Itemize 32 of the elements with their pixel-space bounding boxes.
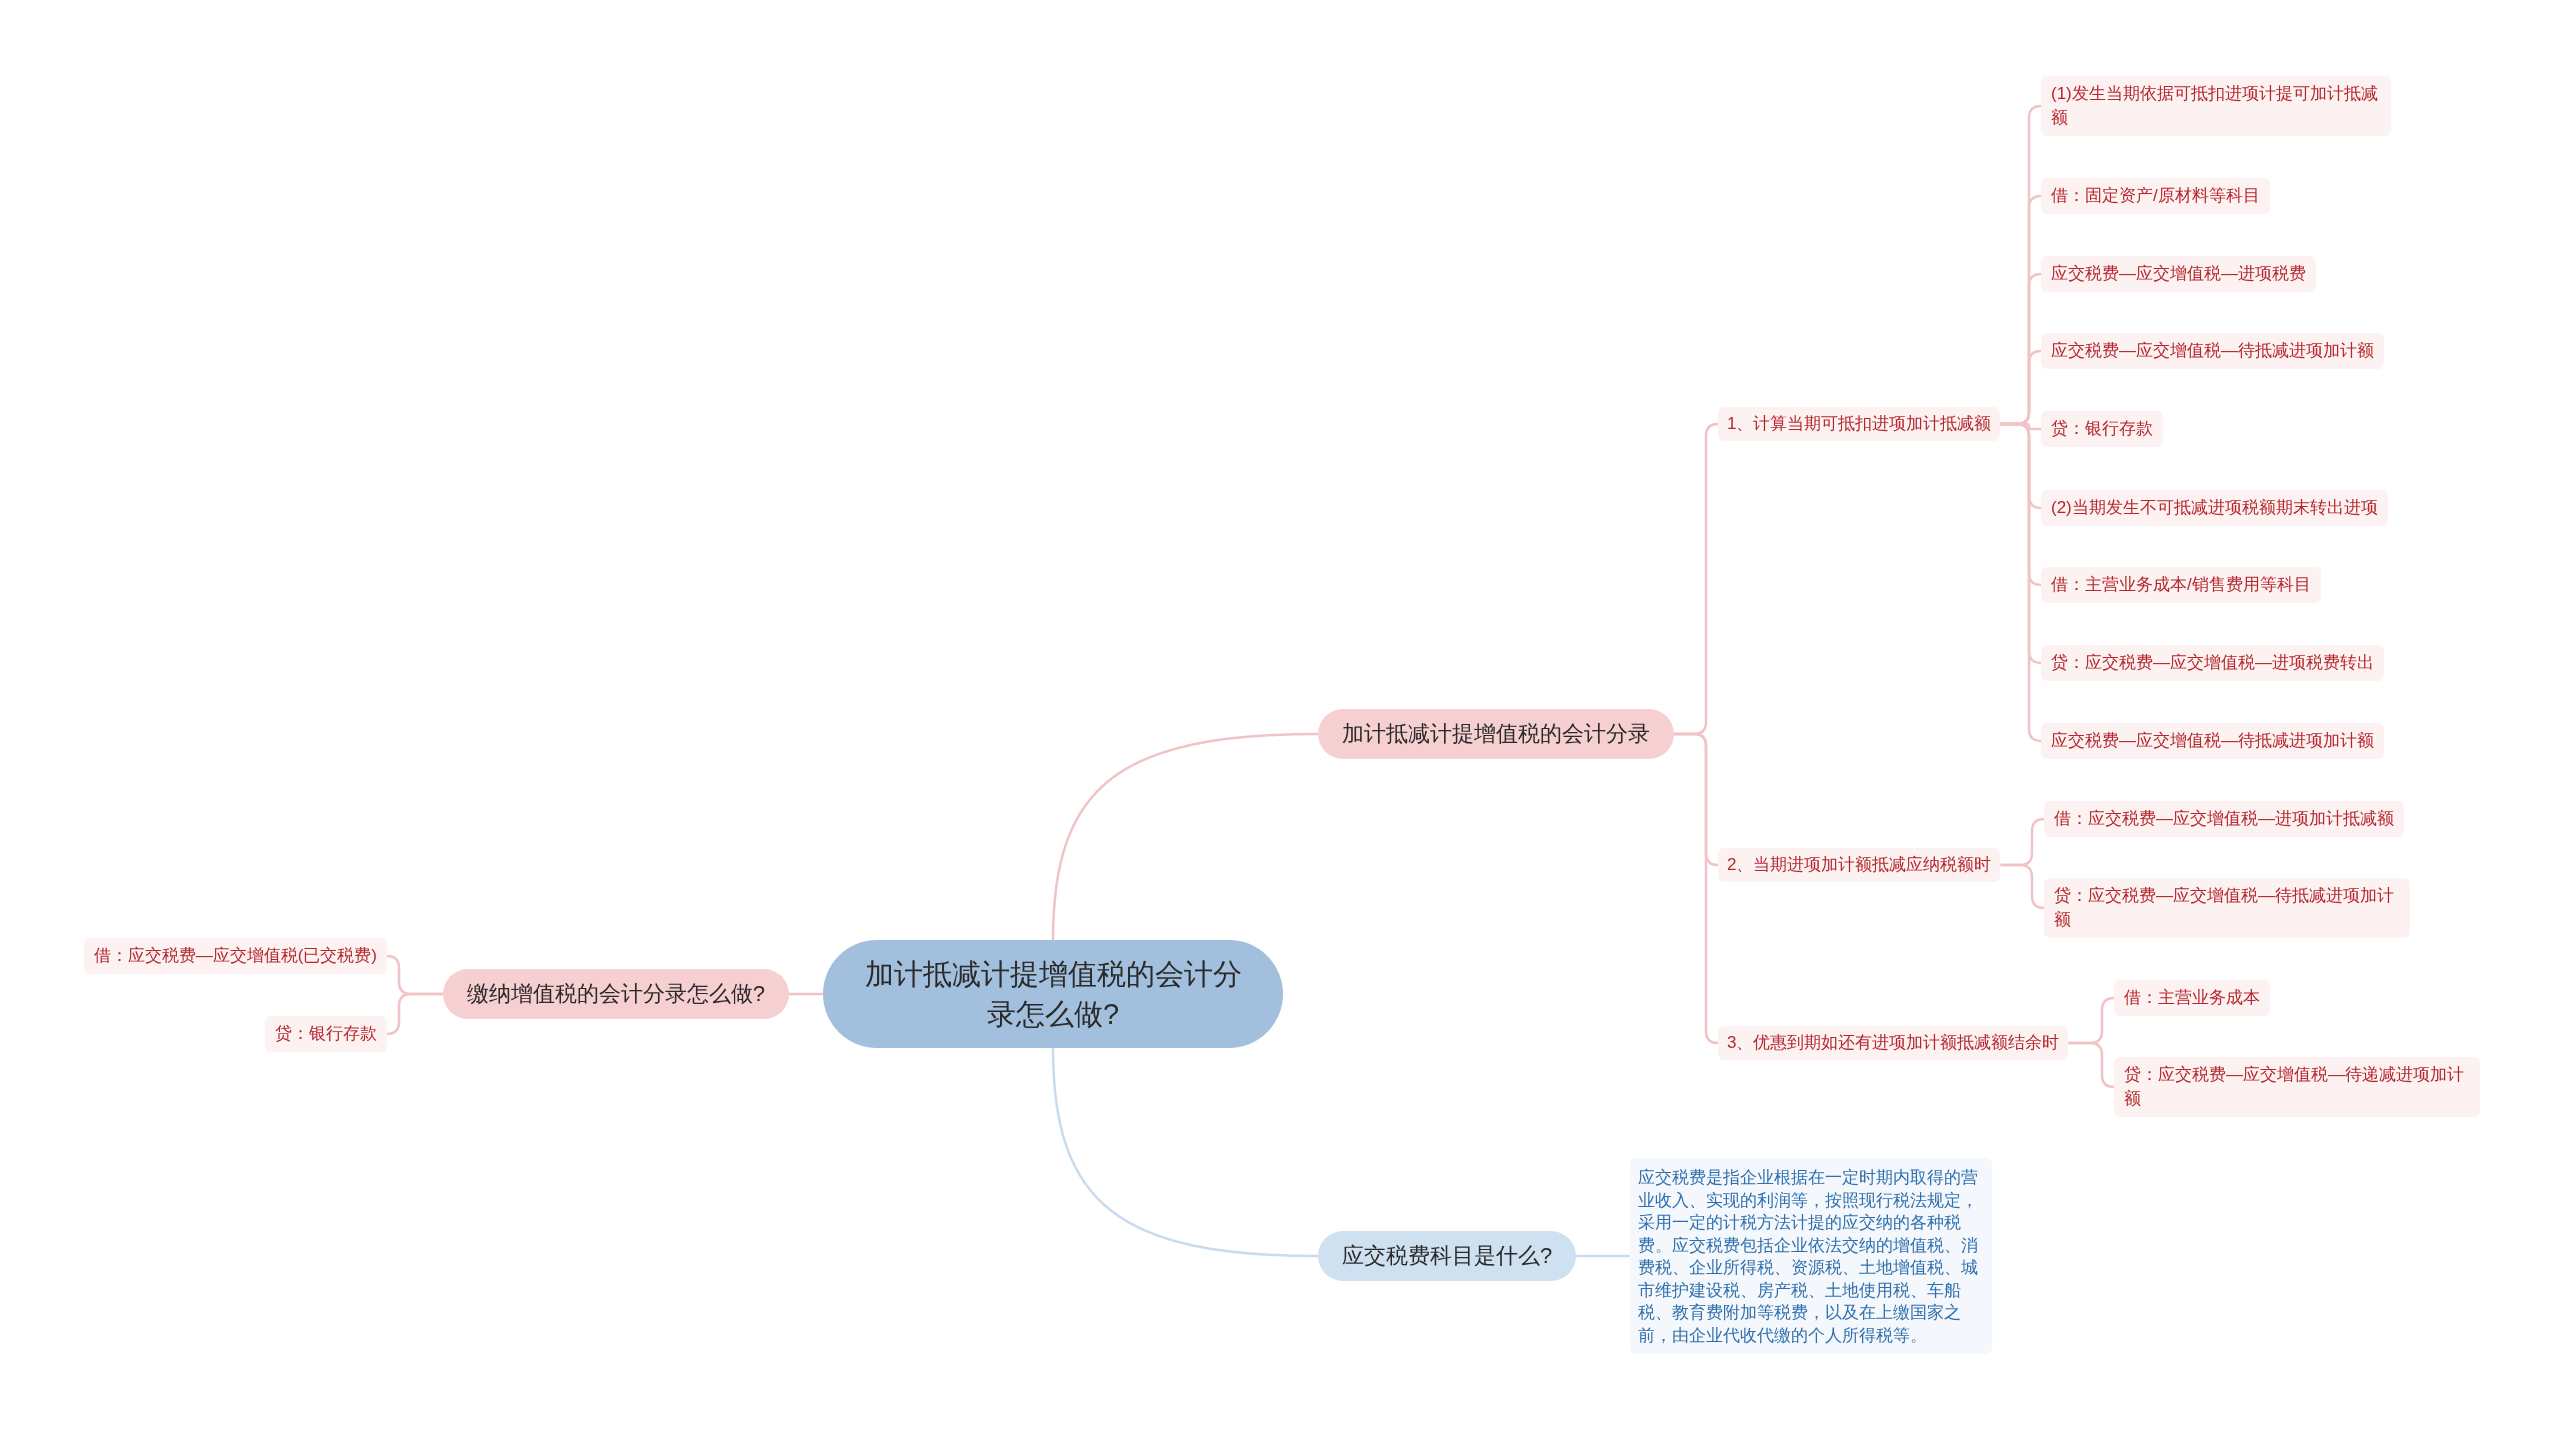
subtopic: 1、计算当期可抵扣进项加计抵减额 — [1718, 407, 2001, 441]
connector-line — [2068, 1041, 2116, 1089]
main-topic: 应交税费科目是什么? — [1318, 1231, 1577, 1281]
connector-line — [2000, 422, 2043, 743]
subtopic: 借：固定资产/原材料等科目 — [2041, 178, 2270, 214]
subtopic: 贷：应交税费—应交增值税—待抵减进项加计额 — [2044, 878, 2410, 938]
subtopic: 借：应交税费—应交增值税—进项加计抵减额 — [2044, 801, 2404, 837]
description-note: 应交税费是指企业根据在一定时期内取得的营业收入、实现的利润等，按照现行税法规定，采用一定的计税方法计提的应交纳的各种税费。应交税费包括企业依法交纳的增值税、消费税、企业所得税、资源税、土地增值税、城市维护建设税、房产税、土地使用税、车船税、教育费附加等税费，以及在上缴国家之前，由企业代收代缴的个人所得税等。 — [1630, 1158, 1992, 1354]
subtopic: (2)当期发生不可抵减进项税额期末转出进项 — [2041, 490, 2388, 526]
subtopic: (1)发生当期依据可抵扣进项计提可加计抵减额 — [2041, 76, 2391, 136]
subtopic: 贷：银行存款 — [265, 1016, 387, 1052]
subtopic: 贷：银行存款 — [2041, 411, 2163, 447]
subtopic: 2、当期进项加计额抵减应纳税额时 — [1718, 848, 2001, 882]
subtopic: 应交税费—应交增值税—待抵减进项加计额 — [2041, 333, 2384, 369]
connector-line — [789, 992, 823, 996]
central-topic: 加计抵减计提增值税的会计分录怎么做? — [823, 940, 1283, 1048]
connector-line — [1674, 732, 1720, 1045]
subtopic: 贷：应交税费—应交增值税—进项税费转出 — [2041, 645, 2384, 681]
connector-line — [385, 992, 443, 1036]
subtopic: 贷：应交税费—应交增值税—待递减进项加计额 — [2114, 1057, 2480, 1117]
main-topic: 加计抵减计提增值税的会计分录 — [1318, 709, 1674, 759]
connector-line — [1051, 732, 1319, 941]
subtopic: 应交税费—应交增值税—进项税费 — [2041, 256, 2316, 292]
subtopic: 3、优惠到期如还有进项加计额抵减额结余时 — [1718, 1026, 2069, 1060]
subtopic: 应交税费—应交增值税—待抵减进项加计额 — [2041, 723, 2384, 759]
subtopic: 借：应交税费—应交增值税(已交税费) — [83, 938, 387, 974]
connector-line — [1576, 1254, 1630, 1258]
connector-line — [1051, 1047, 1319, 1258]
connector-line — [2000, 863, 2046, 910]
subtopic: 借：主营业务成本/销售费用等科目 — [2041, 567, 2321, 603]
subtopic: 借：主营业务成本 — [2114, 980, 2270, 1016]
main-topic: 缴纳增值税的会计分录怎么做? — [442, 969, 789, 1019]
